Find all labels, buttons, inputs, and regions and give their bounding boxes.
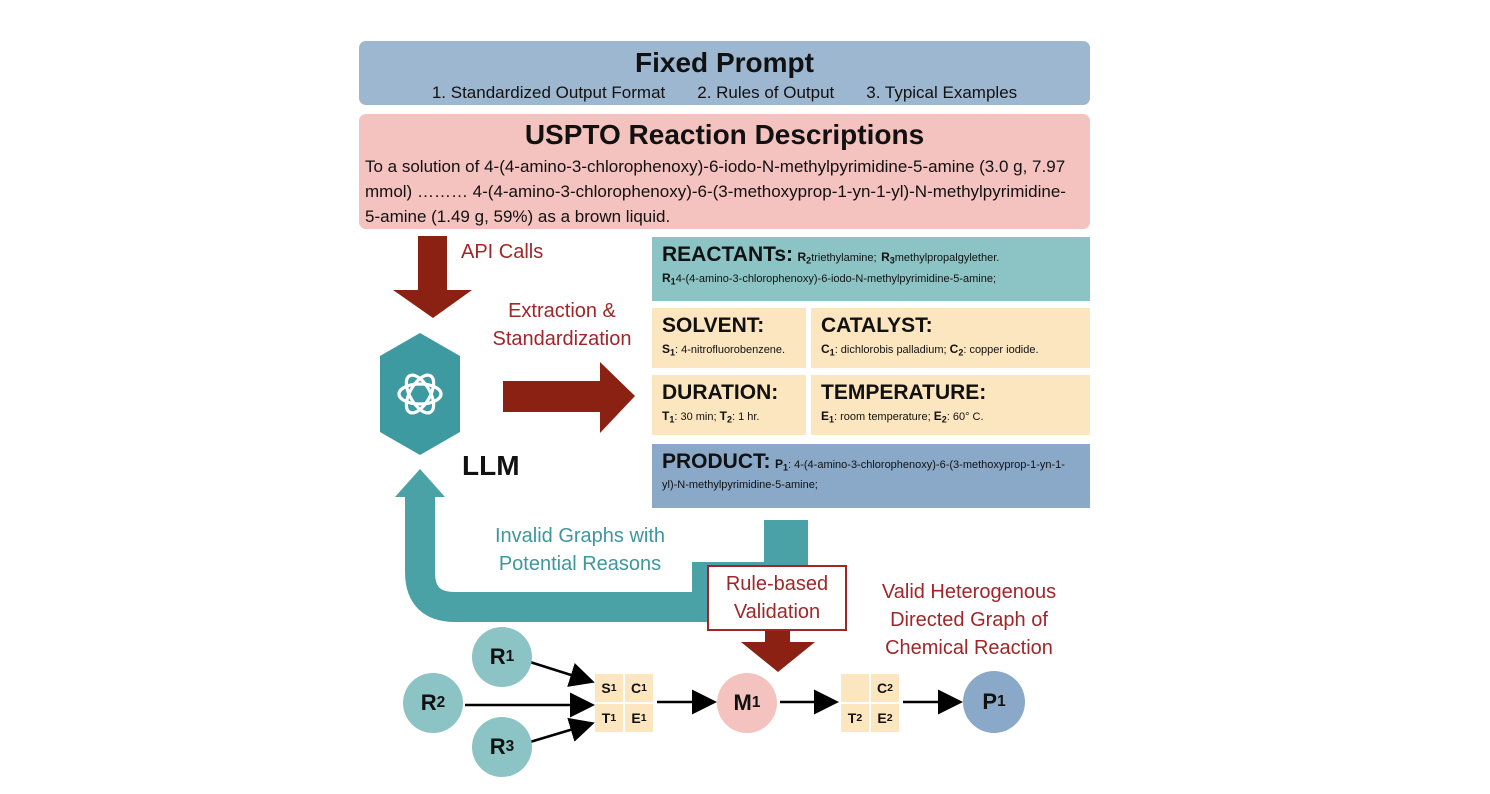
openai-logo-icon bbox=[397, 373, 443, 415]
solvent-heading: SOLVENT: bbox=[662, 314, 765, 337]
reactants-heading: REACTANTs: bbox=[662, 243, 794, 266]
prompt-item-examples: 3. Typical Examples bbox=[866, 83, 1018, 102]
prompt-item-rules: 2. Rules of Output bbox=[697, 83, 835, 102]
temperature-values: E1: room temperature; E2: 60° C. bbox=[821, 409, 984, 425]
solvent-s1: S1: 4-nitrofluorobenzene. bbox=[662, 342, 786, 358]
fixed-prompt-box: Fixed Prompt 1. Standardized Output Form… bbox=[359, 41, 1090, 105]
temperature-heading: TEMPERATURE: bbox=[821, 381, 987, 404]
api-call-arrow bbox=[393, 236, 472, 318]
valid-graph-label: Valid Heterogenous Directed Graph of Che… bbox=[881, 581, 1057, 659]
reactant-r2: R2triethylamine; bbox=[797, 250, 877, 266]
llm-label: LLM bbox=[462, 450, 520, 481]
temperature-box: TEMPERATURE: E1: room temperature; E2: 6… bbox=[811, 375, 1090, 435]
product-heading: PRODUCT: bbox=[662, 450, 771, 473]
duration-box: DURATION: T1: 30 min; T2: 1 hr. bbox=[652, 375, 806, 435]
catalyst-heading: CATALYST: bbox=[821, 314, 933, 337]
fixed-prompt-items: 1. Standardized Output Format 2. Rules o… bbox=[359, 83, 1090, 103]
uspto-descriptions-box: USPTO Reaction Descriptions To a solutio… bbox=[359, 114, 1090, 229]
api-calls-label: API Calls bbox=[461, 241, 544, 263]
extraction-label: Extraction & Standardization bbox=[492, 300, 632, 350]
valid-output-arrow bbox=[741, 630, 815, 672]
duration-values: T1: 30 min; T2: 1 hr. bbox=[662, 409, 760, 425]
rule-based-validation-box: Rule-based Validation bbox=[707, 565, 847, 631]
duration-heading: DURATION: bbox=[662, 381, 779, 404]
reactants-box: REACTANTs: R2triethylamine; R3methylprop… bbox=[652, 237, 1090, 301]
product-p1: P1: 4-(4-amino-3-chlorophenoxy)-6-(3-met… bbox=[662, 457, 1065, 491]
reactant-r1: R14-(4-amino-3-chlorophenoxy)-6-iodo-N-m… bbox=[662, 271, 997, 287]
fixed-prompt-title: Fixed Prompt bbox=[635, 47, 814, 78]
invalid-graphs-label: Invalid Graphs with Potential Reasons bbox=[494, 525, 666, 575]
edge-r3-cond1 bbox=[529, 717, 595, 744]
llm-hexagon bbox=[380, 333, 460, 455]
prompt-item-format: 1. Standardized Output Format bbox=[431, 83, 666, 102]
uspto-title: USPTO Reaction Descriptions bbox=[524, 119, 925, 150]
invalid-arrow-head bbox=[395, 469, 445, 497]
solvent-box: SOLVENT: S1: 4-nitrofluorobenzene. bbox=[652, 308, 806, 368]
edge-r1-cond1 bbox=[529, 660, 595, 687]
product-box: PRODUCT: P1: 4-(4-amino-3-chlorophenoxy)… bbox=[652, 444, 1090, 508]
cond2-empty bbox=[841, 674, 869, 702]
catalyst-values: C1: dichlorobis palladium; C2: copper io… bbox=[821, 342, 1039, 358]
reactant-r3: R3methylpropalgylether. bbox=[881, 250, 1000, 266]
uspto-text: To a solution of 4-(4-amino-3-chlorophen… bbox=[365, 157, 1066, 226]
extraction-arrow bbox=[503, 362, 635, 433]
catalyst-box: CATALYST: C1: dichlorobis palladium; C2:… bbox=[811, 308, 1090, 368]
validation-input-stub bbox=[764, 520, 794, 568]
